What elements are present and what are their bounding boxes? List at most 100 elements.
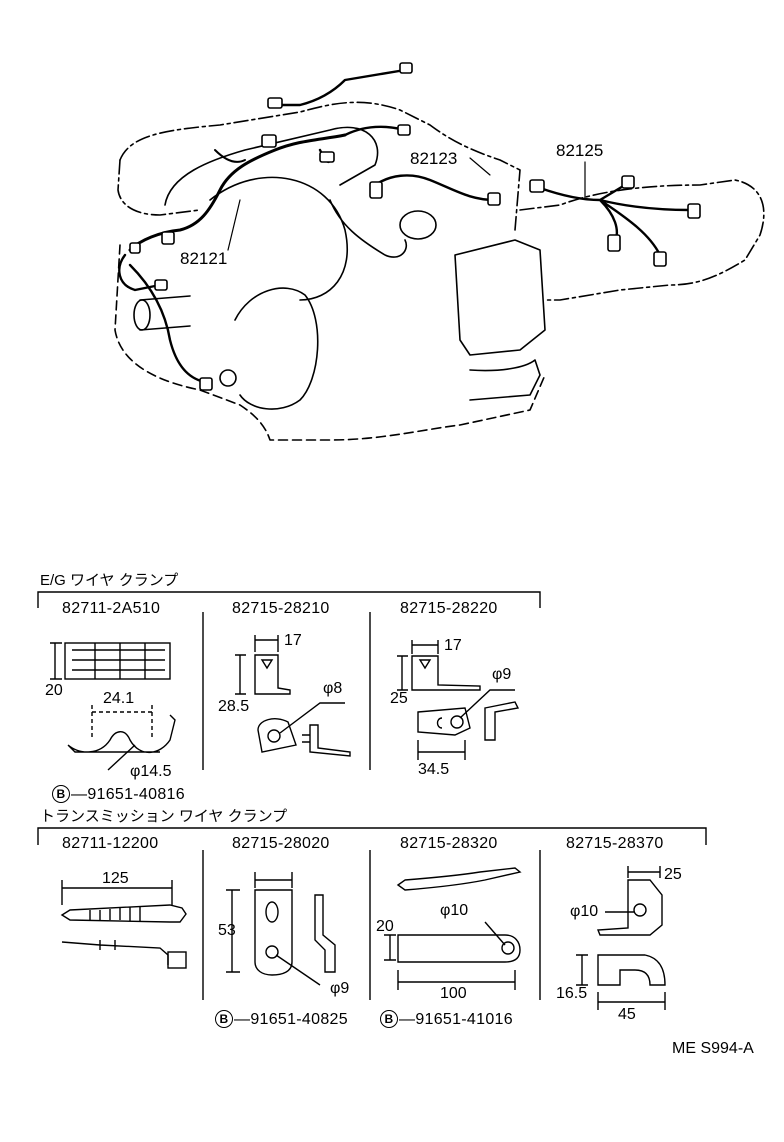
dimension: 100 [440,985,467,1002]
eg-section-bracket [37,591,541,608]
bolt-part-number: 91651-41016 [415,1011,513,1028]
leader [484,921,506,946]
dim-line [254,635,279,652]
valve-cover [164,126,379,206]
harness-82125-wire [538,183,692,257]
part-number: 82715-28320 [400,835,498,852]
dimension: 25 [664,866,682,883]
clamp-b-side [254,654,291,695]
connector [529,179,545,193]
dim-line [597,992,666,1010]
tie-strap [60,904,187,923]
callout-82121: 82121 [180,249,228,268]
dimension: 16.5 [556,985,588,1002]
bolt-mark: B [52,785,70,803]
connector [154,279,168,291]
dimension: 28.5 [218,698,250,715]
clamp-e-side [314,894,336,973]
connector [369,181,383,199]
leader [279,702,345,734]
clamp-g-side [597,954,666,986]
clamp-b-triangle [260,659,274,670]
exhaust-pipe [139,295,191,331]
tm-section-title: トランスミッション ワイヤ クランプ [40,808,288,825]
dimension: 125 [102,870,129,887]
connector [687,203,701,219]
connector [399,62,413,74]
dim-line [627,866,661,878]
connector [129,242,141,254]
connector [319,151,335,163]
part-number: 82711-12200 [62,835,159,852]
bolt-callout: B—91651-40816 [52,785,185,804]
engine-cover-outline [119,101,521,231]
clamp-g-hole [633,903,647,917]
bell-housing [234,287,319,410]
tie-teeth [89,907,141,921]
bolt-callout: B—91651-41016 [380,1010,513,1029]
clamp-c-hole [450,715,464,729]
clamp-b-plate [257,718,297,753]
clamp-c-notch [436,717,443,729]
engine-cover-left [117,159,201,216]
clamp-e-slot [265,901,279,923]
bolt-part-number: 91651-40816 [87,786,185,803]
callout-82123: 82123 [410,149,458,168]
leader-82121 [227,199,241,251]
part-number: 82715-28020 [232,835,330,852]
connector [199,377,213,391]
dim-line [50,642,62,680]
dim-line [226,889,240,973]
dim-line [411,640,439,654]
connector [161,231,175,245]
dim-line [254,872,293,888]
leader [107,744,136,771]
clamp-f-hole [501,941,515,955]
clamp-f-plate [397,934,521,963]
dimension: φ9 [330,980,350,997]
clamp-c-bracket [484,701,520,741]
dim-line [417,740,466,760]
harness-82121-branch [118,253,207,384]
dimension: 17 [444,637,462,654]
harness-82121-left [214,149,246,163]
bolt-callout: B—91651-40825 [215,1010,348,1029]
tm-section-bracket [37,827,707,845]
dimension: φ10 [440,902,469,919]
dimension: 24.1 [103,690,135,707]
connector [621,175,635,189]
dimension: 45 [618,1006,636,1023]
drawing-code: ME S994-A [672,1040,754,1057]
bolt-mark: B [215,1010,233,1028]
tie-head [167,951,187,969]
clamp-c-side [411,655,481,691]
part-number: 82715-28210 [232,600,330,617]
dimension: φ10 [570,903,599,920]
dimension: 17 [284,632,302,649]
dimension: φ8 [323,680,343,697]
clamp-c-triangle [418,659,432,670]
connector [267,97,283,109]
connector [397,124,411,136]
engine-block-outline [114,244,546,441]
clamp-c-plate [417,707,471,736]
tie-side [61,940,169,965]
clamp-a-top [64,642,171,680]
eg-section-title: E/G ワイヤ クランプ [40,572,179,589]
connector [487,192,501,206]
dim-line [397,655,408,691]
transmission-case [454,239,546,356]
clamp-a-side [67,714,176,754]
harness-82123-wire [373,174,497,202]
leader-82123 [469,157,491,176]
transmission-body [519,179,765,301]
dimension: 20 [376,918,394,935]
oil-pan [469,359,541,401]
clamp-e-hole [265,945,279,959]
dim-line [235,654,246,695]
flywheel-arc [209,176,348,301]
leader [459,689,515,719]
bolt-mark: B [380,1010,398,1028]
dimension: 34.5 [418,761,450,778]
